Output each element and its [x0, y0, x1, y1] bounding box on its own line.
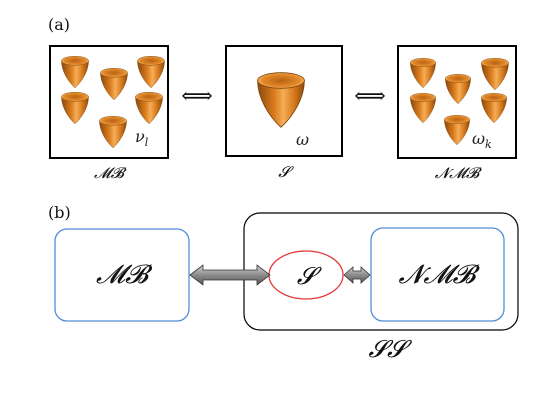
- s-well-box: ω: [225, 45, 343, 157]
- omega-k-symbol: ωk: [472, 129, 492, 151]
- mb-node: [54, 228, 190, 322]
- ss-label: 𝓢𝓢: [368, 335, 413, 363]
- panel-b-label: (b): [48, 203, 71, 222]
- nu-l-symbol: νl: [135, 127, 149, 149]
- double-arrow-s-nmb: [343, 266, 371, 284]
- nmb-node: [370, 227, 505, 322]
- nmb-wells-box: ωk: [397, 45, 517, 159]
- mb-node-label: 𝓜𝓑: [96, 260, 153, 290]
- nmb-node-label: 𝓝𝓜𝓑: [399, 260, 481, 290]
- panel-a-label: (a): [48, 15, 70, 34]
- nmb-caption: 𝓝𝓜𝓑: [435, 164, 482, 182]
- mb-wells-box: νl: [49, 45, 169, 159]
- equivalence-arrow-left: ⟺: [181, 84, 213, 109]
- s-caption: 𝓢: [278, 163, 294, 181]
- omega-symbol: ω: [296, 130, 309, 149]
- mb-caption: 𝓜𝓑: [94, 164, 127, 182]
- double-arrow-mb-s: [189, 264, 271, 286]
- equivalence-arrow-right: ⟺: [354, 84, 386, 109]
